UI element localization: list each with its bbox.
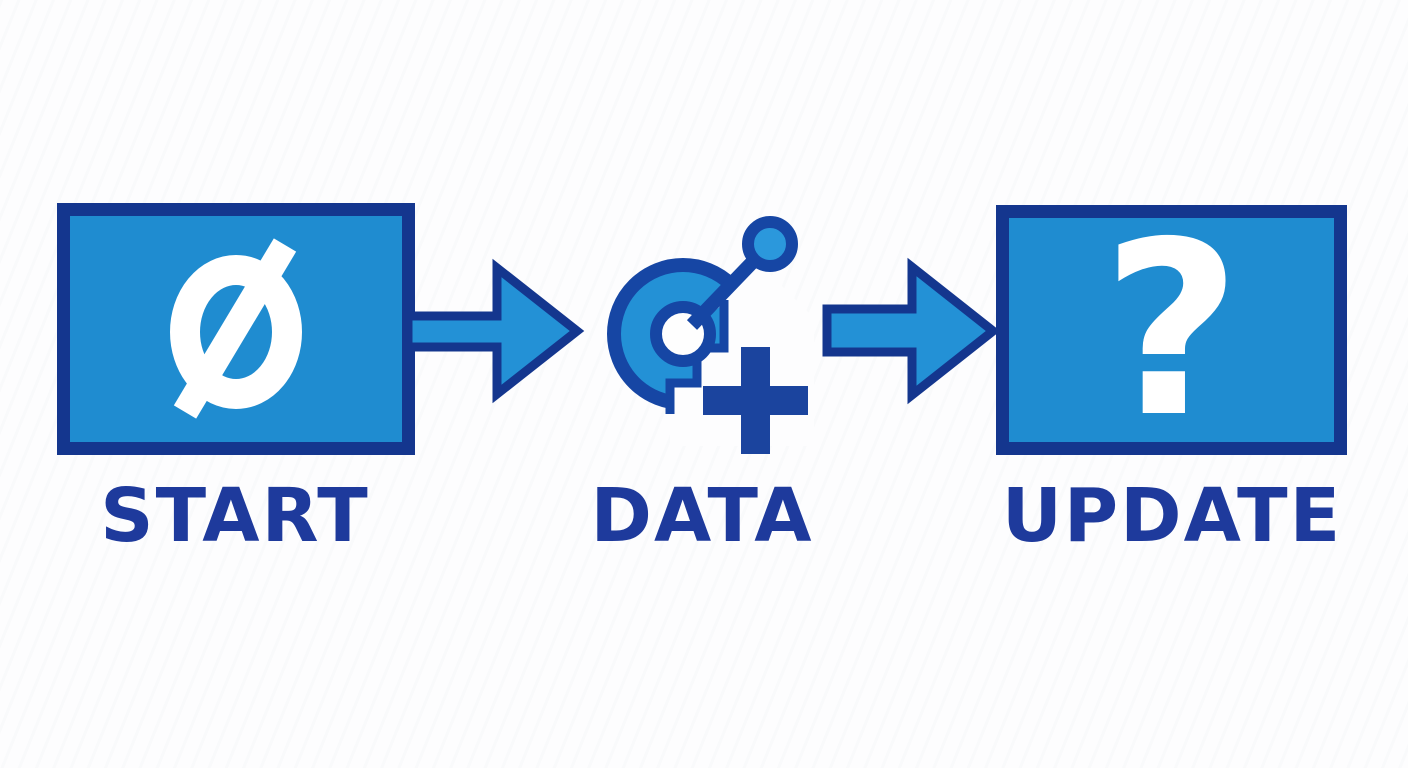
data-label: DATA (590, 473, 814, 559)
arrow-right-icon-1 (403, 258, 585, 404)
node-circle (742, 216, 798, 272)
arrow-right-icon-2 (822, 257, 1001, 405)
empty-set-ring (170, 255, 302, 409)
empty-set-slash (173, 238, 297, 419)
plus-icon (703, 347, 808, 454)
question-mark-symbol: ? (1101, 190, 1242, 470)
update-box: ? (996, 205, 1347, 455)
update-label: UPDATE (1001, 473, 1343, 559)
pie-chart-node-plus-icon (607, 216, 814, 454)
block-arrow-shape (822, 257, 1001, 405)
pie-stair-edge (665, 300, 729, 414)
block-arrow-shape (403, 258, 585, 404)
start-box (57, 203, 415, 455)
start-label: START (100, 473, 370, 559)
empty-set-icon (170, 238, 302, 419)
